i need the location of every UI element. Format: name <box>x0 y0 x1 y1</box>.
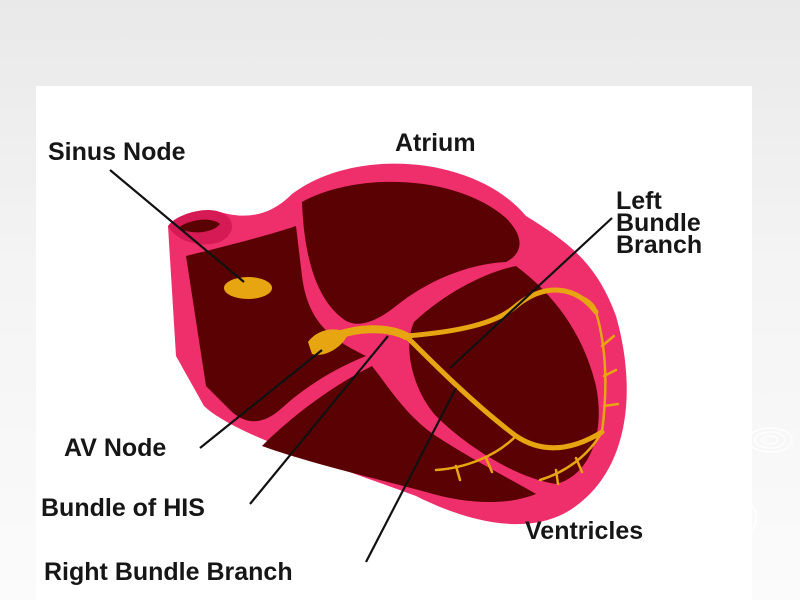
sinus-node-leader <box>109 169 245 283</box>
atrium-label: Atrium <box>395 129 476 157</box>
vessel-rim <box>178 219 220 233</box>
right-bundle-branch-label: Right Bundle Branch <box>44 558 293 586</box>
heart-conduction-diagram: Sinus Node Atrium Left Bundle Branch AV … <box>36 86 752 600</box>
left-atrium-chamber <box>302 181 520 324</box>
left-ventricle-chamber <box>409 266 599 484</box>
av-node-leader <box>199 349 323 449</box>
ventricles-label: Ventricles <box>525 517 644 545</box>
left-bundle-branch-label-line: Bundle <box>616 209 701 237</box>
left-bundle-branch-label-line: Left <box>616 187 662 215</box>
leader-lines <box>109 169 613 563</box>
right-bundle-branch-leader <box>365 387 457 563</box>
left-bundle-branch-label-line: Branch <box>616 231 703 259</box>
bundle-of-his-leader <box>249 335 389 505</box>
purkinje-fibers <box>434 296 620 486</box>
right-bundle-branch-path <box>403 333 605 451</box>
right-ventricle-chamber <box>262 366 536 503</box>
sinus-node-label: Sinus Node <box>48 138 186 166</box>
decorative-swirl-icon <box>747 427 793 535</box>
heart-illustration <box>109 163 627 563</box>
sinus-node-blob <box>224 277 272 299</box>
left-bundle-branch-leader <box>449 217 613 369</box>
left-bundle-branch-label: Left Bundle Branch <box>616 187 703 259</box>
bundle-of-his-label: Bundle of HIS <box>41 494 205 522</box>
av-node-label: AV Node <box>64 434 167 462</box>
right-atrium-chamber <box>186 226 366 422</box>
bundle-of-his-path <box>332 325 410 340</box>
